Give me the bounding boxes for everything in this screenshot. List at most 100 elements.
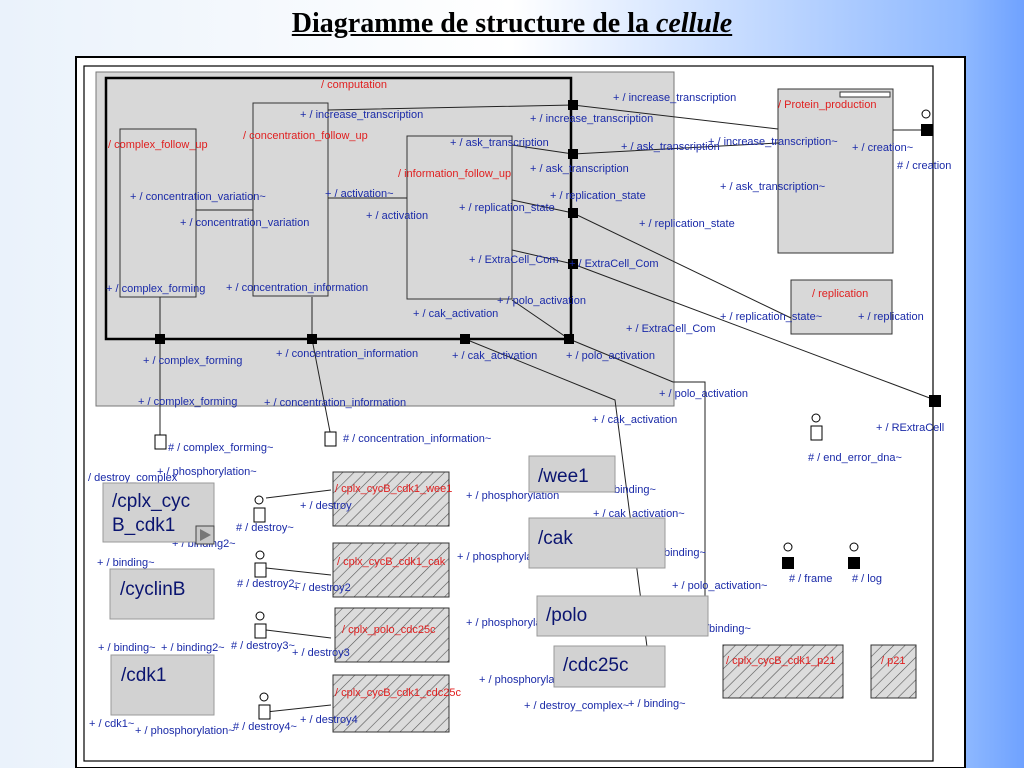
port-marker[interactable] [460,334,470,344]
label-binding-conj-1: binding~ [614,484,656,496]
slide-title: Diagramme de structure de la cellule [0,8,1024,40]
label-ask-transcription-3: + / ask_transcription [621,141,720,153]
label-ask-transcription-conj: + / ask_transcription~ [720,181,825,193]
destroy2-port[interactable] [254,562,267,578]
complex-forming-end-port[interactable] [154,434,167,450]
label-polo-activation-3: + / polo_activation [659,388,748,400]
label-increase-transcription-conj: + / increase_transcription~ [708,136,838,148]
concentration-information-end-port[interactable] [324,431,337,447]
destroy-pin [254,495,264,505]
label-destroy2: + / destroy2 [293,582,351,594]
computation-label: / computation [321,79,387,91]
cplx-cdk1-cdc25c-capsule[interactable] [332,674,450,733]
label-replication-state-conj: + / replication_state~ [720,311,822,323]
label-frame: # / frame [789,573,832,585]
destroy-port[interactable] [253,507,266,523]
port-marker[interactable] [307,334,317,344]
label-replication-port: + / replication [858,311,924,323]
cplx-wee1-label: / cplx_cycB_cdk1_wee1 [335,483,452,495]
label-binding2-conj-2: + / binding2~ [161,642,225,654]
port-marker[interactable] [568,149,578,159]
cplx-cak-label: / cplx_cycB_cdk1_cak [337,556,446,568]
label-log: # / log [852,573,882,585]
label-phosphorylation-4: + / phosphoryla [479,674,555,686]
label-increase-transcription-3: + / increase_transcription [613,92,736,104]
label-cak-activation-1: + / cak_activation [413,308,498,320]
label-destroy2-conj: # / destroy2~ [237,578,301,590]
label-cak-activation-conj2: + / cak_activation~ [593,508,685,520]
polo-box[interactable] [536,595,709,637]
label-extracell-com-3: + / ExtraCell_Com [626,323,716,335]
frame-port-pin [783,542,793,552]
label-phosphorylation-conj: + / phosphorylation~ [157,466,257,478]
cplx-cycb-cdk1-caption-line2: B_cdk1 [112,515,175,536]
label-complex-forming-conj: # / complex_forming~ [168,442,273,454]
p21-capsule[interactable] [870,644,917,699]
label-increase-transcription-2: + / increase_transcription [530,113,653,125]
label-concentration-variation-conj: + / concentration_variation~ [130,191,266,203]
cplx-cycb-cdk1-caption-line1: /cplx_cyc [112,491,190,512]
label-binding-conj-2: + / binding~ [97,557,155,569]
information-follow-up-capsule[interactable] [406,135,513,300]
wee1-box[interactable] [528,455,616,493]
label-destroy3-conj: # / destroy3~ [231,640,295,652]
label-destroy-conj: # / destroy~ [236,522,294,534]
cdk1-box[interactable] [110,654,215,716]
label-cak-activation-3: + / cak_activation [592,414,677,426]
label-polo-activation-conj2: + / polo_activation~ [672,580,767,592]
cplx-cdk1-cdc25c-label: / cplx_cycB_cdk1_cdc25c [335,687,461,699]
end-error-dna-pin [811,413,821,423]
protein-production-capsule[interactable] [777,88,894,254]
concentration-follow-up-label: / concentration_follow_up [243,130,368,142]
cdc25c-caption: /cdc25c [563,655,628,676]
cyclinb-caption: /cyclinB [120,579,185,600]
label-cak-activation-2: + / cak_activation [452,350,537,362]
end-error-dna-port[interactable] [810,425,823,441]
protein-production-stereotype-bar [839,91,891,98]
label-binding-conj-5: /binding~ [706,623,751,635]
destroy3-port[interactable] [254,623,267,639]
rextracell-port[interactable] [929,395,941,407]
label-creation-conj: + / creation~ [852,142,913,154]
destroy4-port[interactable] [258,704,271,720]
label-destroy4: + / destroy4 [300,714,358,726]
port-marker[interactable] [568,208,578,218]
cak-box[interactable] [528,517,666,569]
cplx-cak-capsule[interactable] [332,542,450,598]
cplx-p21-capsule[interactable] [722,644,844,699]
play-icon [200,529,211,541]
label-complex-forming-1: + / complex_forming [106,283,205,295]
label-end-error-dna: # / end_error_dna~ [808,452,902,464]
destroy2-pin [255,550,265,560]
label-activation: + / activation [366,210,428,222]
cyclinb-box[interactable] [109,568,215,620]
replication-capsule[interactable] [790,279,893,335]
cdk1-caption: /cdk1 [121,665,166,686]
destroy3-pin [255,611,265,621]
port-marker[interactable] [564,334,574,344]
label-cdk1-conj: + / cdk1~ [89,718,134,730]
port-marker[interactable] [568,259,578,269]
port-marker[interactable] [568,100,578,110]
cdc25c-box[interactable] [553,645,666,688]
title-main: Diagramme de structure de la [291,8,649,39]
concentration-follow-up-capsule[interactable] [252,102,329,297]
label-concentration-information-conj: # / concentration_information~ [343,433,491,445]
label-phosphorylation-3: + / phosphoryla [466,617,542,629]
label-phosphorylation-2: + / phosphoryla [457,551,533,563]
cplx-cdc25c-capsule[interactable] [334,607,450,663]
label-replication-state-2: + / replication_state [550,190,646,202]
label-destroy-complex: / destroy_complex [88,472,178,484]
label-complex-forming-3: + / complex_forming [138,396,237,408]
log-port[interactable] [848,557,860,569]
frame-port[interactable] [782,557,794,569]
complex-follow-up-capsule[interactable] [119,128,197,298]
label-concentration-information-2: + / concentration_information [276,348,418,360]
port-markers [155,100,941,569]
port-marker[interactable] [155,334,165,344]
port-labels: + / increase_transcription + / increase_… [88,92,951,737]
cak-caption: /cak [538,528,573,549]
label-destroy-complex-conj: + / destroy_complex~ [524,700,629,712]
creation-port[interactable] [921,124,933,136]
cplx-wee1-capsule[interactable] [332,471,450,527]
